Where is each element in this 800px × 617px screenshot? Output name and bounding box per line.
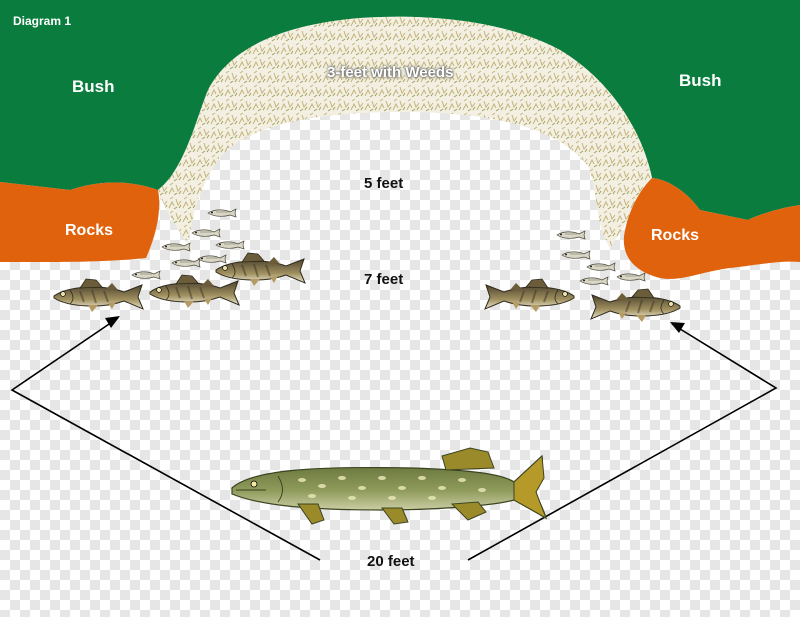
walleye-fish-icon [53, 278, 144, 313]
walleye-fish-icon [590, 288, 681, 323]
rocks-left [0, 182, 160, 262]
rocks-right [623, 178, 800, 279]
bush-right-label: Bush [679, 71, 722, 90]
baitfish-icon [579, 276, 609, 286]
weeds-band [158, 16, 652, 248]
walleye-fish-icon [215, 252, 306, 287]
arrow-icon [10, 317, 778, 561]
depth-7-label: 7 feet [364, 271, 404, 288]
walleye-fish-icon [484, 278, 575, 313]
rocks-right-label: Rocks [651, 227, 700, 244]
baitfish-icon [561, 250, 591, 260]
walleye-fish-icon [149, 274, 240, 309]
arrow-icon [670, 322, 685, 333]
baitfish-icon [171, 258, 201, 268]
depth-5-label: 5 feet [364, 175, 404, 192]
baitfish-icon [197, 254, 227, 264]
baitfish-icon [161, 242, 191, 252]
baitfish-icon [616, 272, 646, 282]
baitfish-icon [191, 228, 221, 238]
northern-pike-icon [231, 447, 547, 525]
baitfish-icon [207, 208, 237, 218]
baitfish-icon [586, 262, 616, 272]
weeds-label: 3-feet with Weeds [327, 64, 454, 81]
rocks-left-label: Rocks [65, 222, 114, 239]
baitfish-icon [131, 270, 161, 280]
bush-shore [0, 0, 800, 220]
bush-left-label: Bush [72, 77, 115, 96]
baitfish-icon [556, 230, 586, 240]
arrow-icon [105, 316, 120, 328]
baitfish-icon [215, 240, 245, 250]
diagram-title: Diagram 1 [13, 14, 72, 28]
depth-20-label: 20 feet [367, 553, 415, 570]
